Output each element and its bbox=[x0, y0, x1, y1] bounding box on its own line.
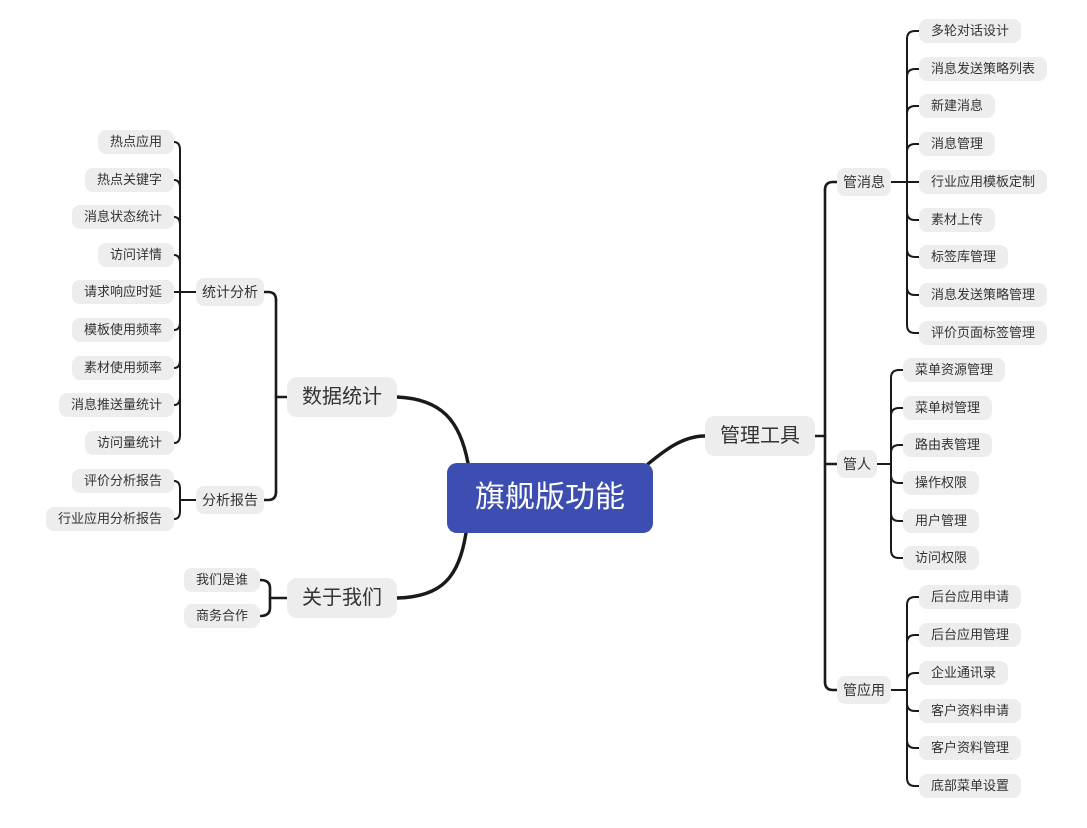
leaf-node[interactable]: 底部菜单设置 bbox=[919, 774, 1022, 798]
leaf-node[interactable]: 菜单资源管理 bbox=[903, 358, 1006, 382]
leaf-node[interactable]: 商务合作 bbox=[183, 604, 260, 628]
node-manage-messages[interactable]: 管消息 bbox=[837, 168, 891, 196]
node-manage-people[interactable]: 管人 bbox=[837, 450, 877, 478]
leaf-node[interactable]: 评价分析报告 bbox=[71, 469, 174, 493]
branch-management-tools[interactable]: 管理工具 bbox=[705, 416, 815, 456]
leaf-node[interactable]: 后台应用管理 bbox=[919, 623, 1022, 647]
leaf-node[interactable]: 后台应用申请 bbox=[919, 585, 1022, 609]
leaf-node[interactable]: 访问详情 bbox=[97, 243, 174, 267]
node-statistical-analysis[interactable]: 统计分析 bbox=[196, 278, 264, 306]
leaf-node[interactable]: 消息状态统计 bbox=[71, 205, 174, 229]
leaf-node[interactable]: 我们是谁 bbox=[183, 568, 260, 592]
leaf-node[interactable]: 菜单树管理 bbox=[903, 396, 993, 420]
leaf-node[interactable]: 模板使用频率 bbox=[71, 318, 174, 342]
root-node[interactable]: 旗舰版功能 bbox=[447, 463, 653, 533]
node-manage-apps[interactable]: 管应用 bbox=[837, 676, 891, 704]
leaf-node[interactable]: 消息发送策略列表 bbox=[919, 57, 1048, 81]
leaf-node[interactable]: 热点应用 bbox=[97, 130, 174, 154]
leaf-node[interactable]: 新建消息 bbox=[919, 94, 996, 118]
leaf-node[interactable]: 客户资料申请 bbox=[919, 699, 1022, 723]
node-analysis-report[interactable]: 分析报告 bbox=[196, 486, 264, 514]
branch-about-us[interactable]: 关于我们 bbox=[287, 578, 397, 618]
leaf-node[interactable]: 操作权限 bbox=[903, 471, 980, 495]
leaf-node[interactable]: 企业通讯录 bbox=[919, 661, 1009, 685]
leaf-node[interactable]: 消息管理 bbox=[919, 132, 996, 156]
leaf-node[interactable]: 评价页面标签管理 bbox=[919, 321, 1048, 345]
leaf-node[interactable]: 热点关键字 bbox=[84, 168, 174, 192]
leaf-node[interactable]: 消息发送策略管理 bbox=[919, 283, 1048, 307]
leaf-node[interactable]: 请求响应时延 bbox=[71, 280, 174, 304]
leaf-node[interactable]: 素材使用频率 bbox=[71, 356, 174, 380]
leaf-node[interactable]: 多轮对话设计 bbox=[919, 19, 1022, 43]
leaf-node[interactable]: 访问权限 bbox=[903, 546, 980, 570]
leaf-node[interactable]: 行业应用分析报告 bbox=[45, 507, 174, 531]
leaf-node[interactable]: 消息推送量统计 bbox=[58, 393, 174, 417]
leaf-node[interactable]: 用户管理 bbox=[903, 509, 980, 533]
leaf-node[interactable]: 行业应用模板定制 bbox=[919, 170, 1048, 194]
leaf-node[interactable]: 素材上传 bbox=[919, 208, 996, 232]
branch-data-statistics[interactable]: 数据统计 bbox=[287, 377, 397, 417]
leaf-node[interactable]: 标签库管理 bbox=[919, 245, 1009, 269]
leaf-node[interactable]: 客户资料管理 bbox=[919, 736, 1022, 760]
leaf-node[interactable]: 路由表管理 bbox=[903, 433, 993, 457]
leaf-node[interactable]: 访问量统计 bbox=[84, 431, 174, 455]
